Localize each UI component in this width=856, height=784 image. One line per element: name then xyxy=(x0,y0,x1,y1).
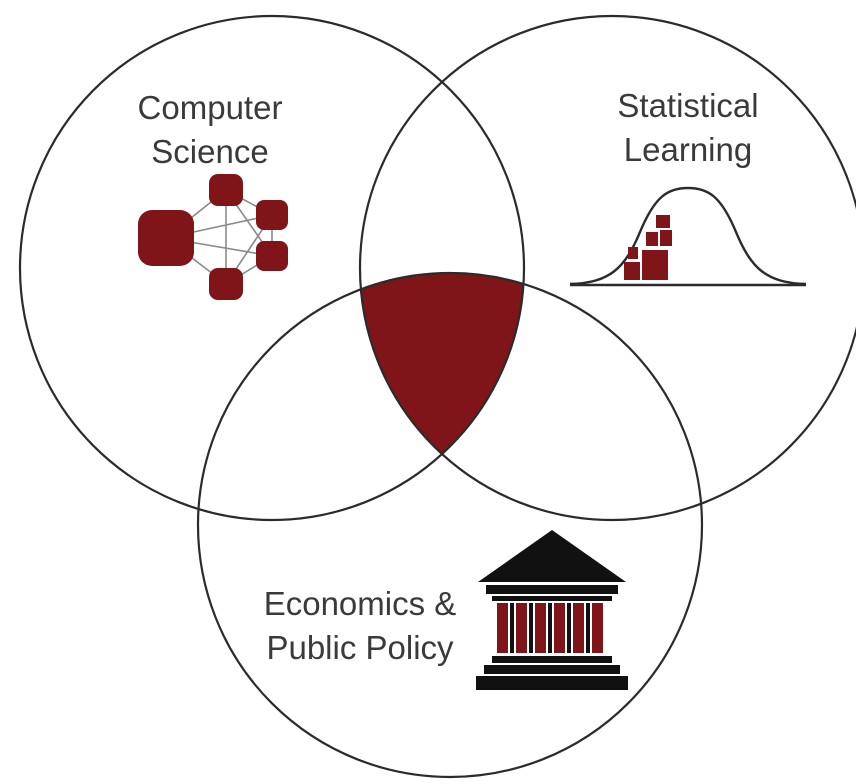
center-intersection-highlight xyxy=(360,273,524,520)
label-statistical-learning: Statistical Learning xyxy=(588,84,788,172)
circle-economics-public-policy xyxy=(196,271,704,779)
label-line: Science xyxy=(151,133,269,170)
circle-statistical-learning xyxy=(358,14,856,522)
label-computer-science: Computer Science xyxy=(110,86,310,174)
label-line: Computer xyxy=(137,89,283,126)
label-economics-public-policy: Economics & Public Policy xyxy=(230,582,490,670)
bell-curve-histogram-icon xyxy=(569,186,807,287)
label-line: Learning xyxy=(623,131,753,168)
network-graph-icon xyxy=(138,174,288,300)
circle-computer-science xyxy=(18,14,526,522)
label-line: Public Policy xyxy=(266,629,454,666)
government-building-icon xyxy=(476,530,628,690)
label-line: Economics & xyxy=(263,585,457,622)
label-line: Statistical xyxy=(617,87,759,124)
